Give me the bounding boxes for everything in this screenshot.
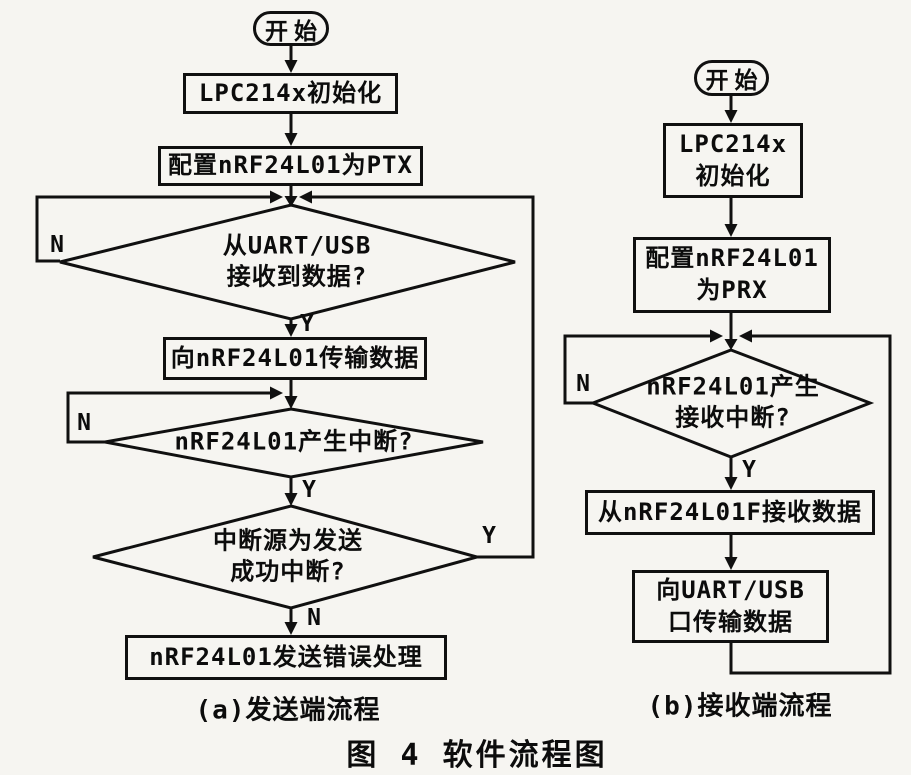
arrowhead-icon: [724, 339, 738, 350]
process-box-output: 向UART/USB 口传输数据: [632, 570, 829, 643]
arrowhead-icon: [284, 196, 298, 207]
transmit-label: 向nRF24L01传输数据: [170, 343, 420, 372]
error-label: nRF24L01发送错误处理: [149, 642, 423, 671]
arrowhead-icon: [299, 190, 312, 204]
process-box-config-prx: 配置nRF24L01 为PRX: [633, 237, 831, 313]
caption-transmitter: (a)发送端流程: [195, 695, 381, 726]
process-box-config-ptx: 配置nRF24L01为PTX: [158, 146, 423, 186]
irq-yes-label: Y: [302, 477, 316, 503]
irq-decision-diamond: [104, 407, 484, 479]
arrowhead-icon: [710, 329, 723, 343]
uart-decision-diamond: [59, 203, 516, 321]
src-decision-diamond: [92, 504, 483, 610]
arrowhead-icon: [270, 190, 283, 204]
start-terminal-tx: 开始: [253, 11, 329, 46]
caption-receiver: (b)接收端流程: [647, 691, 833, 722]
irq-no-label: N: [77, 410, 91, 436]
src-yes-label: Y: [482, 523, 496, 549]
arrowhead-icon: [284, 133, 298, 146]
arrowhead-icon: [724, 557, 738, 570]
arrowhead-icon: [724, 224, 738, 237]
arrowhead-icon: [284, 60, 298, 73]
process-box-init-rx: LPC214x 初始化: [663, 123, 803, 198]
process-box-error: nRF24L01发送错误处理: [125, 635, 447, 680]
rx-decision-text: nRF24L01产生 接收中断?: [646, 372, 820, 431]
src-no-label: N: [307, 605, 321, 631]
arrowhead-icon: [284, 324, 298, 337]
rx-no-label: N: [576, 371, 590, 397]
start-terminal-rx: 开始: [694, 60, 769, 96]
config-label-tx: 配置nRF24L01为PTX: [168, 151, 413, 180]
arrowhead-icon: [284, 396, 298, 409]
arrowhead-icon: [284, 493, 298, 506]
arrowhead-icon: [284, 622, 298, 635]
arrowhead-icon: [739, 329, 752, 343]
process-box-receive: 从nRF24L01F接收数据: [585, 490, 875, 535]
start-label-tx: 开始: [265, 18, 323, 45]
loop-uart-no: [35, 195, 272, 263]
start-label-rx: 开始: [705, 68, 764, 94]
init-label-tx: LPC214x初始化: [198, 78, 383, 107]
arrowhead-icon: [724, 477, 738, 490]
rx-decision-diamond: [588, 348, 875, 459]
loop-src-yes: [310, 195, 535, 559]
rx-yes-label: Y: [742, 457, 756, 483]
src-decision-text: 中断源为发送 成功中断?: [213, 526, 363, 585]
loop-rx-no: [563, 334, 712, 405]
uart-no-label: N: [50, 232, 64, 258]
process-box-init-tx: LPC214x初始化: [183, 73, 398, 114]
loop-irq-no: [66, 391, 272, 444]
process-box-transmit: 向nRF24L01传输数据: [163, 337, 427, 380]
arrowhead-icon: [270, 386, 283, 400]
receive-label: 从nRF24L01F接收数据: [597, 497, 863, 526]
irq-decision-text: nRF24L01产生中断?: [174, 427, 414, 456]
loop-receiver-main: [729, 334, 892, 675]
arrowhead-icon: [724, 110, 738, 123]
uart-yes-label: Y: [300, 311, 314, 337]
figure-caption: 图 4 软件流程图: [346, 738, 608, 773]
uart-decision-text: 从UART/USB 接收到数据?: [222, 231, 372, 290]
